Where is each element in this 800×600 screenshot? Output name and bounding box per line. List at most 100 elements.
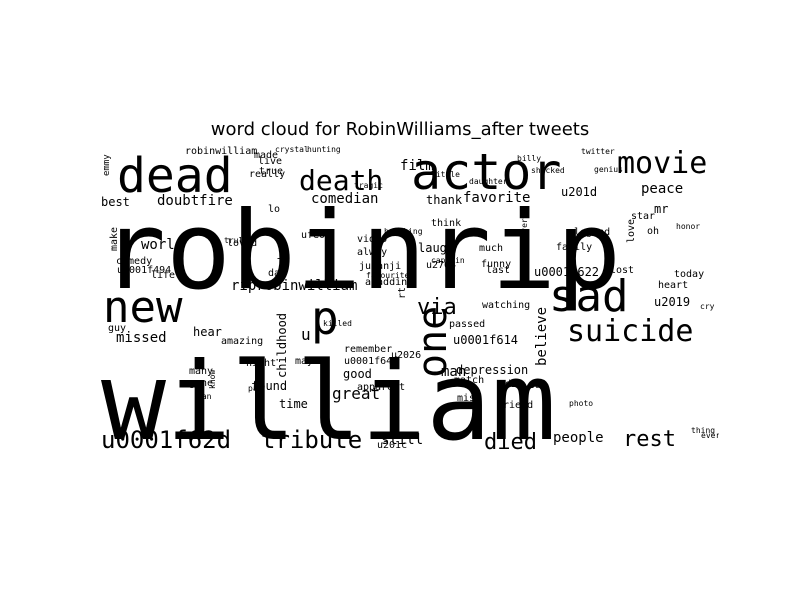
- cloud-word: passed: [449, 319, 485, 330]
- cloud-word: lo: [268, 204, 280, 215]
- cloud-word: people: [553, 430, 604, 446]
- cloud-word: pay: [248, 384, 263, 393]
- cloud-word: watching: [482, 300, 530, 311]
- cloud-word: thank: [426, 193, 463, 207]
- cloud-word: depression: [456, 363, 528, 377]
- cloud-word: make: [109, 227, 120, 251]
- cloud-word: via: [417, 295, 457, 320]
- cloud-word: today: [674, 269, 704, 280]
- cloud-word: still: [381, 432, 423, 448]
- cloud-word: death: [299, 164, 383, 197]
- cloud-word: found: [251, 379, 287, 393]
- cloud-word: remember: [344, 344, 392, 355]
- cloud-word: actor: [411, 146, 562, 201]
- cloud-word: u: [301, 325, 311, 344]
- cloud-word: good: [343, 367, 372, 381]
- cloud-word: mr: [654, 202, 668, 216]
- cloud-word: u0001f614: [453, 333, 518, 347]
- cloud-word: p: [311, 291, 339, 345]
- cloud-word: think: [431, 218, 461, 229]
- cloud-word: doubtfire: [157, 193, 233, 209]
- cloud-word: ufe0f: [301, 230, 331, 241]
- cloud-word: guy: [108, 323, 126, 334]
- cloud-word: cry: [700, 302, 715, 311]
- cloud-word: robinwilliam: [185, 146, 257, 157]
- cloud-word: jumanji: [359, 261, 401, 272]
- cloud-word: family: [556, 242, 592, 253]
- cloud-word: daughter: [469, 177, 508, 186]
- cloud-word: new: [103, 282, 183, 333]
- cloud-word: sad: [549, 271, 628, 322]
- cloud-word: may: [295, 356, 313, 367]
- cloud-word: really: [249, 169, 285, 180]
- cloud-word: died: [484, 430, 537, 451]
- cloud-word: hunting: [307, 146, 341, 154]
- cloud-word: genius: [594, 165, 623, 174]
- cloud-word: die: [505, 379, 523, 390]
- cloud-word: friend: [497, 400, 533, 411]
- cloud-word: believe: [534, 307, 550, 366]
- cloud-word: favorite: [463, 190, 530, 206]
- cloud-word: film: [400, 158, 434, 174]
- cloud-word: apparent: [357, 382, 405, 393]
- cloud-word: favourite: [366, 271, 410, 280]
- cloud-word: amazing: [221, 336, 263, 347]
- cloud-word: forever: [520, 218, 529, 252]
- cloud-word: much: [479, 243, 503, 254]
- cloud-word: comedian: [311, 191, 378, 207]
- cloud-word: world: [141, 237, 183, 253]
- cloud-word: night: [246, 358, 276, 369]
- cloud-word: gone: [189, 378, 213, 389]
- cloud-word: say: [529, 380, 547, 391]
- cloud-word: childhood: [275, 313, 289, 378]
- cloud-word: made: [254, 150, 278, 161]
- cloud-word: comedy: [116, 256, 152, 267]
- cloud-word: day: [268, 268, 286, 279]
- cloud-word: legend: [574, 227, 610, 238]
- cloud-word: u2019: [654, 295, 690, 309]
- cloud-word: honor: [676, 222, 700, 231]
- cloud-word: u201d: [561, 185, 597, 199]
- cloud-word: movie: [617, 146, 707, 181]
- cloud-word: u2026: [391, 350, 421, 361]
- cloud-word: live: [258, 156, 282, 167]
- cloud-word: oh: [647, 226, 659, 237]
- cloud-word: heart: [658, 280, 688, 291]
- cloud-word: many: [189, 366, 213, 377]
- cloud-word: shocked: [531, 166, 565, 175]
- cloud-word: life: [151, 270, 175, 281]
- cloud-word: twitter: [581, 147, 615, 156]
- cloud-word: laugh: [418, 241, 454, 255]
- cloud-word: show: [277, 241, 288, 266]
- cloud-word: video: [357, 234, 387, 245]
- cloud-word: emmy: [102, 154, 112, 176]
- cloud-word: true: [259, 166, 283, 177]
- cloud-word: u201c: [377, 440, 407, 451]
- chart-title: word cloud for RobinWilliams_after tweet…: [210, 119, 590, 140]
- cloud-word: riprobinwilliam: [231, 278, 357, 294]
- cloud-word: robinrip: [101, 189, 621, 314]
- cloud-word: u0001f62d: [101, 426, 231, 451]
- cloud-word: lost: [610, 265, 634, 276]
- cloud-word: time: [279, 397, 308, 411]
- cloud-word: know: [208, 370, 217, 389]
- cloud-word: u0001f622: [534, 265, 599, 279]
- cloud-word: little: [431, 170, 460, 179]
- cloud-word: match: [454, 375, 484, 386]
- cloud-word: great: [332, 384, 380, 403]
- cloud-word: peace: [641, 181, 683, 197]
- cloud-word: rest: [623, 427, 676, 451]
- cloud-word: u0001f64f: [344, 356, 398, 367]
- cloud-word: everyone: [701, 431, 719, 440]
- cloud-word: truly: [224, 236, 248, 245]
- cloud-word: william: [101, 340, 556, 451]
- cloud-word: miss: [457, 393, 481, 404]
- cloud-word: thing: [691, 426, 715, 435]
- cloud-word: hear: [193, 325, 222, 339]
- cloud-word: loved: [227, 238, 257, 249]
- cloud-word: funny: [481, 259, 511, 270]
- cloud-word: u2764: [426, 260, 456, 271]
- cloud-word: rt: [397, 287, 408, 299]
